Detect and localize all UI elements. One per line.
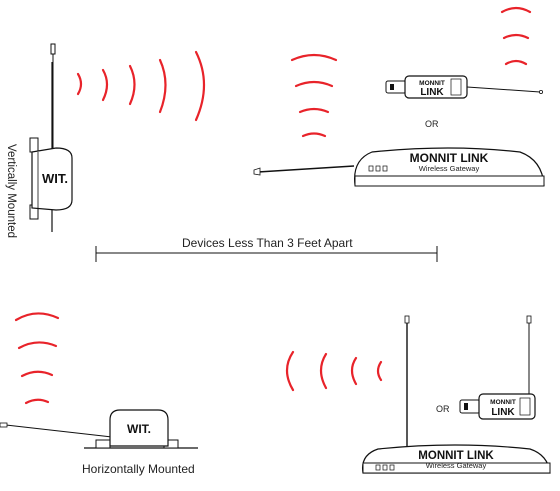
signal-arc [24, 398, 50, 405]
usb-antenna-tip [539, 90, 544, 95]
vertically-mounted-label-wrapper: Vertically Mounted [0, 135, 22, 247]
mount-tab-top [29, 137, 39, 153]
antenna [5, 424, 113, 438]
wit-logo-horizontal: WIT. [127, 422, 151, 436]
signal-arc [350, 356, 358, 386]
signal-arcs-vertical [76, 50, 206, 122]
signal-arc [194, 50, 206, 122]
horizontal-sensor: WIT. [0, 409, 198, 449]
usb-antenna [466, 86, 541, 93]
usb-dongle-top: MONNIT LINK [385, 75, 544, 99]
signal-arcs-top-right [500, 6, 532, 66]
gateway-brand: MONNIT LINK [418, 450, 494, 462]
signal-arc [158, 58, 167, 114]
gateway-brand: MONNIT LINK [410, 151, 489, 165]
sensor-body [31, 147, 73, 211]
usb-plug [459, 399, 481, 414]
signal-arc [319, 352, 328, 390]
gateway-led [382, 165, 388, 172]
usb-side-label [519, 397, 531, 416]
signal-arc [285, 350, 295, 392]
signal-arcs-top-left-of-gateway [290, 53, 338, 138]
signal-arc [17, 341, 58, 350]
distance-label: Devices Less Than 3 Feet Apart [182, 236, 353, 250]
usb-brand-line1: MONNIT [419, 80, 445, 87]
antenna-tip [526, 315, 532, 324]
gateway-led [375, 464, 381, 471]
mount-tab-left [95, 439, 111, 449]
usb-brand-line1: MONNIT [490, 399, 516, 406]
signal-arc [500, 6, 532, 14]
signal-arc [76, 72, 83, 96]
horizontally-mounted-label: Horizontally Mounted [82, 462, 195, 476]
usb-contact [464, 403, 468, 410]
gateway-subtitle: Wireless Gateway [419, 164, 480, 173]
gateway-led [375, 165, 381, 172]
gateway-bottom: MONNIT LINK Wireless Gateway [361, 315, 551, 474]
signal-arc [14, 312, 60, 322]
signal-arc [101, 68, 109, 102]
signal-arc [128, 64, 136, 106]
signal-arc [20, 370, 54, 378]
gateway-led [389, 464, 395, 471]
gateway-base [354, 175, 545, 187]
signal-arcs-horizontal [14, 312, 60, 405]
signal-arc [290, 53, 338, 62]
usb-contact [390, 84, 394, 90]
usb-dongle-bottom: MONNIT LINK [459, 315, 536, 420]
sensor-body [109, 409, 169, 447]
gateway-antenna [257, 165, 355, 173]
gateway-led [382, 464, 388, 471]
gateway-top: MONNIT LINK Wireless Gateway [253, 147, 545, 187]
signal-arc [298, 107, 330, 114]
antenna-tip [0, 422, 8, 428]
gateway-led [368, 165, 374, 172]
or-label-top: OR [425, 119, 439, 129]
usb-plug [385, 80, 407, 94]
signal-arc [294, 80, 334, 88]
gateway-subtitle: Wireless Gateway [426, 461, 487, 470]
usb-brand-line2: LINK [491, 407, 515, 418]
distance-dimension [95, 246, 438, 262]
gateway-antenna-tip [253, 167, 261, 176]
usb-brand-line2: LINK [420, 87, 444, 98]
signal-arc [376, 360, 383, 382]
antenna-tip [404, 315, 410, 324]
signal-arc [504, 59, 528, 66]
usb-side-label [450, 78, 462, 96]
wit-logo-vertical: WIT. [42, 171, 68, 186]
signal-arc [502, 33, 530, 40]
antenna-tip [50, 43, 56, 55]
or-label-bottom: OR [436, 404, 450, 414]
vertical-sensor: WIT. [29, 43, 73, 232]
signal-arcs-bottom-gateway [285, 350, 383, 392]
signal-arc [301, 132, 327, 138]
vertically-mounted-label: Vertically Mounted [5, 144, 17, 238]
